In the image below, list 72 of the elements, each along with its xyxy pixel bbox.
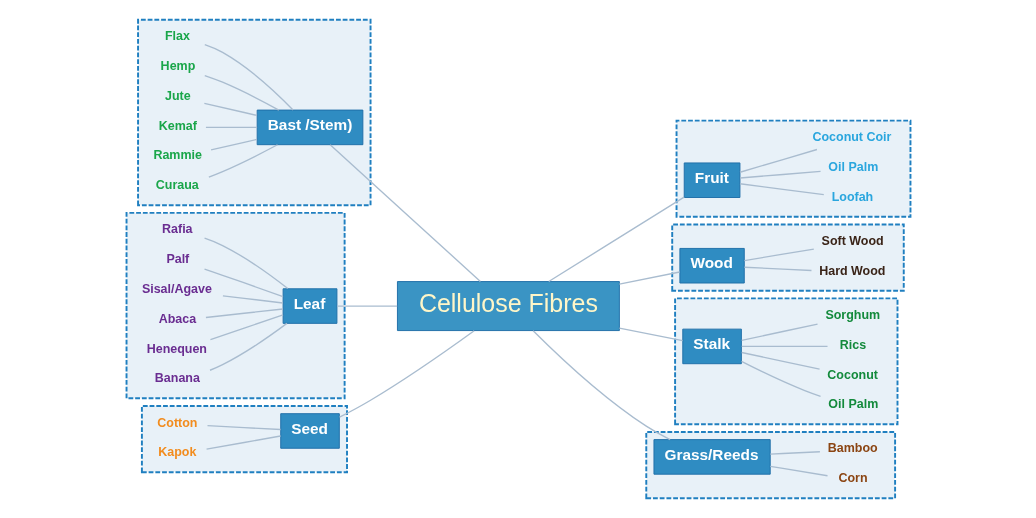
cluster — [670, 223, 905, 292]
node-text: Abaca — [158, 311, 196, 326]
cluster — [673, 297, 898, 426]
node-text: Corn — [837, 471, 868, 486]
connector — [203, 237, 288, 290]
connector — [618, 271, 680, 285]
connector — [740, 360, 821, 398]
connector — [205, 435, 281, 450]
node-text: Oil Palm — [827, 160, 878, 174]
node-text: Rafia — [161, 222, 193, 237]
node-text: Banana — [154, 371, 200, 386]
connector — [769, 451, 821, 455]
cluster — [136, 18, 371, 207]
connector — [206, 425, 281, 431]
connector — [209, 314, 284, 341]
connector — [738, 170, 821, 179]
connector — [738, 183, 824, 196]
connector — [203, 44, 294, 111]
node-box: Wood — [678, 247, 745, 284]
node-text: Kapok — [157, 445, 196, 460]
cluster — [675, 119, 911, 218]
connector — [209, 138, 258, 151]
node-box: Fruit — [683, 162, 740, 198]
connector — [221, 295, 283, 304]
connector — [738, 148, 818, 173]
node-text: Coconut — [826, 367, 878, 382]
connector — [203, 102, 258, 117]
connector — [338, 330, 475, 418]
node-text: Henequen — [146, 341, 207, 356]
node-text: Oil Palm — [827, 397, 878, 412]
connector — [204, 126, 258, 129]
connector — [203, 74, 279, 111]
node-text: Hard Wood — [818, 263, 885, 278]
node-text: Kemaf — [158, 118, 197, 133]
node-text: Bamboo — [827, 441, 878, 456]
cluster — [125, 211, 346, 400]
connector — [335, 305, 398, 307]
node-text: Loofah — [831, 189, 873, 204]
connector — [618, 327, 683, 342]
connector — [203, 268, 284, 298]
node-text: Cotton — [156, 415, 197, 430]
node-text: Rammie — [152, 148, 202, 163]
connector — [740, 345, 828, 348]
node-text: Sorghum — [824, 307, 880, 322]
connector — [532, 330, 671, 441]
connector — [208, 322, 288, 371]
node-text: Rics — [839, 337, 866, 352]
connector — [743, 266, 812, 272]
connector — [207, 144, 278, 178]
connector — [769, 465, 828, 477]
connector — [740, 351, 820, 370]
node-text: Hemp — [160, 59, 195, 74]
connector — [743, 248, 814, 262]
connector — [740, 323, 818, 341]
node-box: Cellulose Fibres — [396, 281, 620, 332]
connector — [204, 308, 284, 319]
node-text: Soft Wood — [821, 233, 884, 248]
node-box: Bast /Stem) — [256, 109, 363, 146]
node-text: Jute — [164, 88, 191, 103]
node-text: Flax — [164, 29, 190, 44]
node-text: Sisal/Agave — [141, 282, 212, 297]
node-text: Palf — [165, 252, 189, 267]
node-box: Stalk — [681, 328, 742, 365]
cluster — [644, 430, 896, 500]
node-text: Curaua — [155, 178, 199, 193]
node-text: Coconut Coir — [811, 130, 891, 145]
node-box: Seed — [279, 413, 340, 449]
cluster — [140, 405, 348, 474]
connector — [329, 144, 481, 283]
connector — [547, 196, 685, 283]
node-box: Grass/Reeds — [653, 439, 771, 475]
node-box: Leaf — [282, 288, 337, 324]
